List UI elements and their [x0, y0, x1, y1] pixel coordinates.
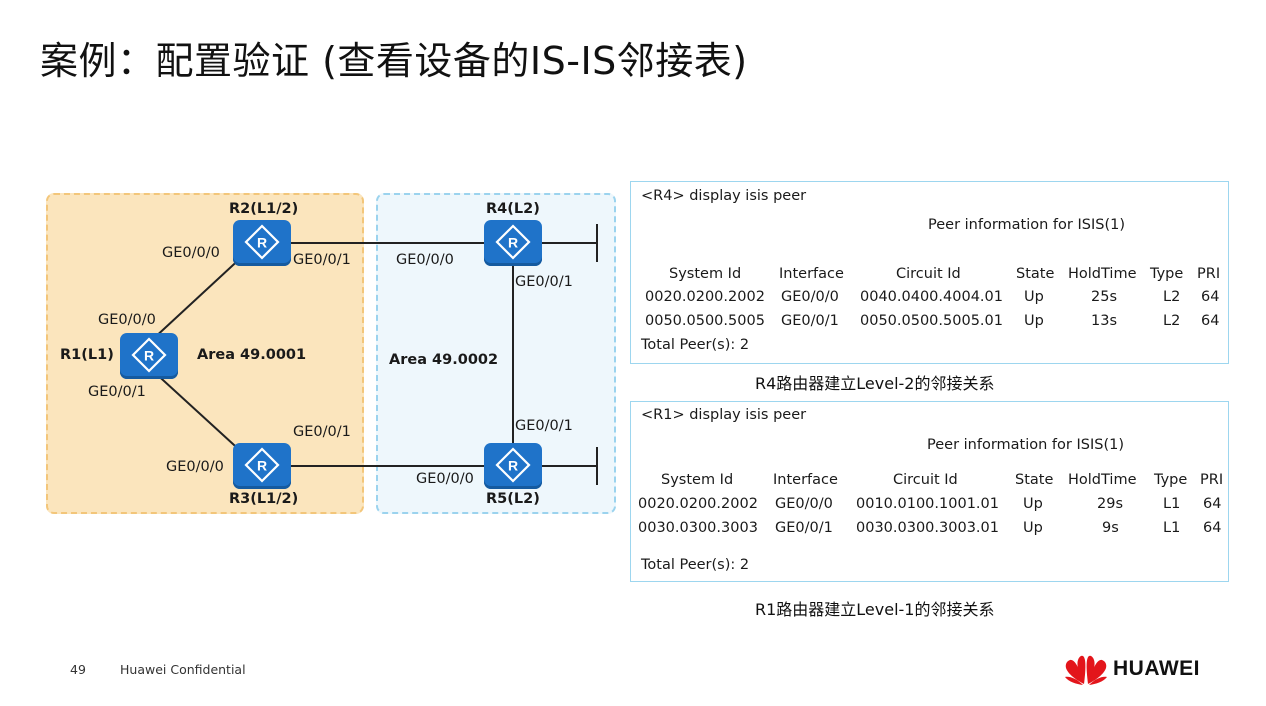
iface-r3-ge001: GE0/0/1 — [293, 424, 351, 440]
iface-r2-ge000: GE0/0/0 — [162, 245, 220, 261]
table-row-cell: 13s — [1091, 313, 1118, 329]
link-r1-r3 — [151, 369, 246, 456]
table-row-cell: 0030.0300.3003.01 — [856, 520, 999, 536]
table-row-cell: 0050.0500.5005 — [645, 313, 765, 329]
table-row-cell: 0020.0200.2002 — [645, 289, 765, 305]
r4-total-peers: Total Peer(s): 2 — [641, 337, 750, 353]
r4-caption: R4路由器建立Level-2的邻接关系 — [755, 374, 995, 393]
table-row-cell: 64 — [1201, 313, 1220, 329]
table-row-cell: Up — [1024, 313, 1044, 329]
table-row-cell: GE0/0/1 — [781, 313, 839, 329]
area-1-label: Area 49.0001 — [197, 347, 307, 363]
router-r3-icon: R — [233, 443, 291, 489]
table-row-cell: 64 — [1201, 289, 1220, 305]
r1-col-pri: PRI — [1200, 472, 1224, 488]
table-row-cell: 0030.0300.3003 — [638, 520, 758, 536]
table-row-cell: L1 — [1163, 520, 1181, 536]
r1-col-type: Type — [1154, 472, 1188, 488]
router-r5-label: R5(L2) — [486, 491, 540, 507]
r4-col-pri: PRI — [1197, 266, 1221, 282]
router-r1-icon: R — [120, 333, 178, 379]
table-row-cell: L2 — [1163, 289, 1181, 305]
r4-col-circuit-id: Circuit Id — [896, 266, 961, 282]
router-r5-icon: R — [484, 443, 542, 489]
router-r1-label: R1(L1) — [60, 347, 114, 363]
table-row-cell: GE0/0/0 — [781, 289, 839, 305]
iface-r1-ge000: GE0/0/0 — [98, 312, 156, 328]
table-row-cell: Up — [1024, 289, 1044, 305]
iface-r2-ge001: GE0/0/1 — [293, 252, 351, 268]
r1-col-state: State — [1015, 472, 1054, 488]
r4-col-type: Type — [1150, 266, 1184, 282]
area-49-0001 — [46, 193, 364, 514]
r1-col-circuit-id: Circuit Id — [893, 472, 958, 488]
table-row-cell: 0040.0400.4004.01 — [860, 289, 1003, 305]
r1-caption: R1路由器建立Level-1的邻接关系 — [755, 600, 995, 619]
r4-col-system-id: System Id — [669, 266, 742, 282]
area-2-label: Area 49.0002 — [389, 352, 499, 368]
r4-col-interface: Interface — [779, 266, 844, 282]
page-title: 案例：配置验证 (查看设备的IS-IS邻接表) — [40, 39, 748, 83]
link-lines — [151, 224, 598, 485]
svg-text:R: R — [257, 458, 267, 474]
page-number: 49 — [70, 662, 86, 677]
table-row-cell: GE0/0/0 — [775, 496, 833, 512]
router-r3-label: R3(L1/2) — [229, 491, 299, 507]
link-r1-r2 — [151, 253, 246, 341]
r1-col-interface: Interface — [773, 472, 838, 488]
r4-command: <R4> display isis peer — [641, 188, 807, 204]
table-row-cell: Up — [1023, 520, 1043, 536]
confidential-label: Huawei Confidential — [120, 662, 246, 677]
r4-peer-heading: Peer information for ISIS(1) — [928, 217, 1125, 233]
r1-peer-heading: Peer information for ISIS(1) — [927, 437, 1124, 453]
huawei-logo-icon — [1065, 655, 1107, 685]
table-row-cell: 0050.0500.5005.01 — [860, 313, 1003, 329]
iface-r4-ge000: GE0/0/0 — [396, 252, 454, 268]
iface-r5-ge001: GE0/0/1 — [515, 418, 573, 434]
table-row-cell: 0010.0100.1001.01 — [856, 496, 999, 512]
table-row-cell: L1 — [1163, 496, 1181, 512]
table-row-cell: 64 — [1203, 496, 1222, 512]
table-row-cell: 25s — [1091, 289, 1118, 305]
table-row-cell: L2 — [1163, 313, 1181, 329]
r1-col-system-id: System Id — [661, 472, 734, 488]
table-row-cell: GE0/0/1 — [775, 520, 833, 536]
huawei-brand-text: HUAWEI — [1113, 657, 1200, 680]
router-r4-icon: R — [484, 220, 542, 266]
svg-text:R: R — [508, 235, 518, 251]
r4-col-holdtime: HoldTime — [1068, 266, 1137, 282]
iface-r3-ge000: GE0/0/0 — [166, 459, 224, 475]
table-row-cell: Up — [1023, 496, 1043, 512]
svg-text:R: R — [144, 348, 154, 364]
router-r2-icon: R — [233, 220, 291, 266]
r1-col-holdtime: HoldTime — [1068, 472, 1137, 488]
r1-peer-output: <R1> display isis peer Peer information … — [630, 401, 1229, 582]
iface-r4-ge001: GE0/0/1 — [515, 274, 573, 290]
iface-r5-ge000: GE0/0/0 — [416, 471, 474, 487]
r1-command: <R1> display isis peer — [641, 407, 807, 423]
table-row-cell: 0020.0200.2002 — [638, 496, 758, 512]
iface-r1-ge001: GE0/0/1 — [88, 384, 146, 400]
svg-text:R: R — [257, 235, 267, 251]
table-row-cell: 29s — [1097, 496, 1124, 512]
table-row-cell: 64 — [1203, 520, 1222, 536]
r4-col-state: State — [1016, 266, 1055, 282]
router-r4-label: R4(L2) — [486, 201, 540, 217]
topology-diagram: R R R R R R1(L1) R2(L1/2) R3(L1/2) R4(L2… — [0, 0, 640, 560]
svg-text:R: R — [508, 458, 518, 474]
r1-total-peers: Total Peer(s): 2 — [641, 557, 750, 573]
r4-peer-output: <R4> display isis peer Peer information … — [630, 181, 1229, 364]
table-row-cell: 9s — [1102, 520, 1119, 536]
router-r2-label: R2(L1/2) — [229, 201, 299, 217]
